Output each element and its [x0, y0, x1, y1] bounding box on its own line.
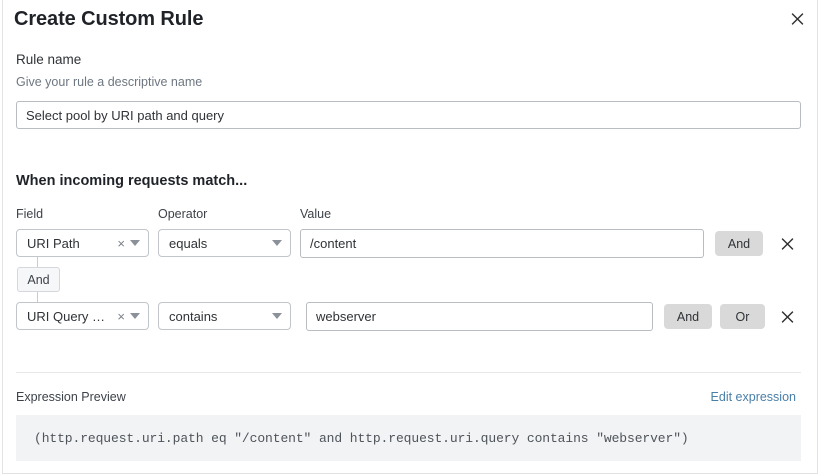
expression-preview-label: Expression Preview [16, 390, 126, 404]
section-divider [16, 372, 801, 373]
or-button-row-2[interactable]: Or [720, 304, 765, 329]
clear-icon[interactable]: × [117, 235, 125, 251]
value-input-row-1[interactable] [300, 229, 704, 258]
column-header-operator: Operator [158, 207, 208, 221]
delete-condition-row-2-icon[interactable] [777, 306, 797, 326]
chevron-down-icon[interactable] [272, 313, 282, 319]
page-title: Create Custom Rule [14, 8, 204, 30]
expression-preview-block: (http.request.uri.path eq "/content" and… [16, 415, 801, 461]
operator-select-row-1[interactable]: equals [158, 229, 291, 257]
expression-preview-text: (http.request.uri.path eq "/content" and… [34, 430, 689, 446]
connector-line-top [37, 257, 38, 268]
clear-icon[interactable]: × [117, 308, 125, 324]
operator-select-row-1-value: equals [169, 235, 208, 251]
chevron-down-icon[interactable] [130, 240, 140, 246]
operator-select-row-2-value: contains [169, 308, 218, 324]
value-input-row-2[interactable] [306, 302, 653, 331]
field-select-row-2-value: URI Query St... [27, 308, 116, 324]
rule-name-label: Rule name [16, 52, 82, 67]
field-select-row-1-value: URI Path [27, 235, 80, 251]
rule-name-hint: Give your rule a descriptive name [16, 75, 203, 89]
and-button-row-2[interactable]: And [664, 304, 712, 329]
connector-line-bottom [37, 291, 38, 302]
group-connector-and-button[interactable]: And [17, 267, 60, 292]
column-header-value: Value [300, 207, 332, 221]
delete-condition-row-1-icon[interactable] [777, 233, 797, 253]
close-icon[interactable] [786, 7, 808, 29]
operator-select-row-2[interactable]: contains [158, 302, 291, 330]
column-header-field: Field [16, 207, 44, 221]
field-select-row-1[interactable]: URI Path × [16, 229, 149, 257]
edit-expression-link[interactable]: Edit expression [710, 390, 796, 404]
conditions-heading: When incoming requests match... [16, 173, 248, 189]
and-button-row-1[interactable]: And [715, 231, 763, 256]
field-select-row-2[interactable]: URI Query St... × [16, 302, 149, 330]
rule-name-input[interactable] [16, 101, 801, 129]
chevron-down-icon[interactable] [272, 240, 282, 246]
chevron-down-icon[interactable] [130, 313, 140, 319]
